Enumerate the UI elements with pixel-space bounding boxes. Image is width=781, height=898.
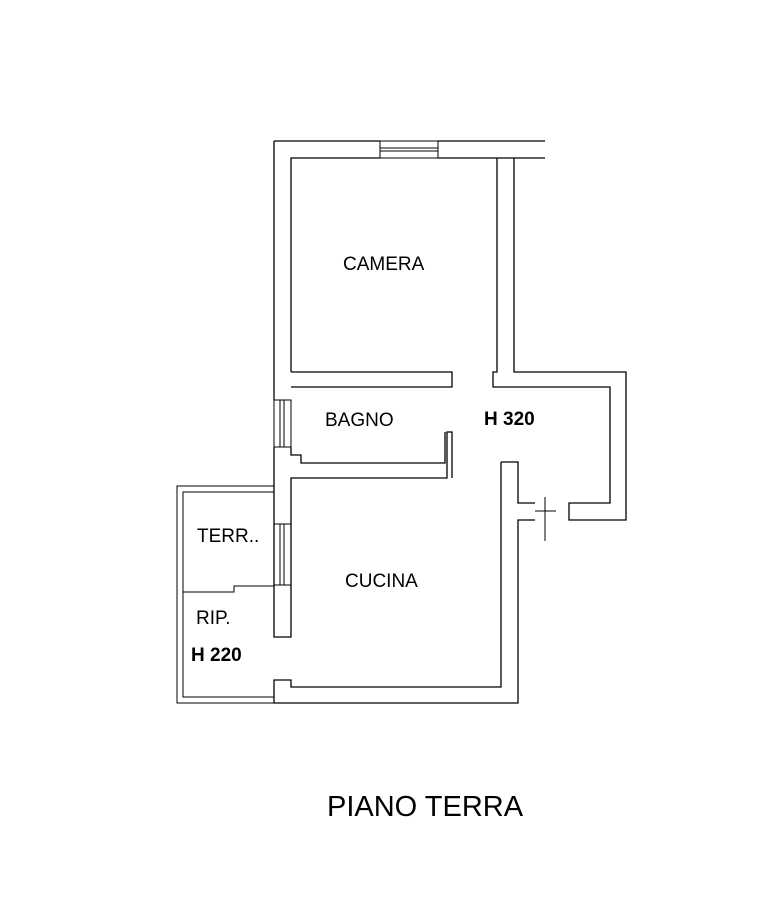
wall-corridor-stub (501, 461, 535, 504)
height-label-main: H 320 (484, 409, 535, 430)
wall-camera-bottom-left (291, 371, 453, 388)
room-label-bagno: BAGNO (325, 410, 394, 431)
room-label-cucina: CUCINA (345, 571, 418, 592)
terrace-storage-walls (176, 485, 275, 704)
height-label-ripostiglio: H 220 (191, 645, 242, 666)
room-label-terrazzo: TERR.. (197, 526, 259, 547)
wall-camera-right (492, 158, 627, 521)
room-label-ripostiglio: RIP. (196, 608, 231, 629)
window-cucina (273, 523, 292, 586)
wall-top-inner (290, 157, 380, 372)
exterior-walls (273, 140, 627, 704)
plan-title: PIANO TERRA (327, 791, 524, 823)
wall-left-lower (273, 431, 453, 638)
window-bagno (273, 399, 292, 448)
bagno-walls (274, 432, 446, 464)
room-label-camera: CAMERA (343, 254, 425, 275)
window-top (379, 140, 439, 159)
